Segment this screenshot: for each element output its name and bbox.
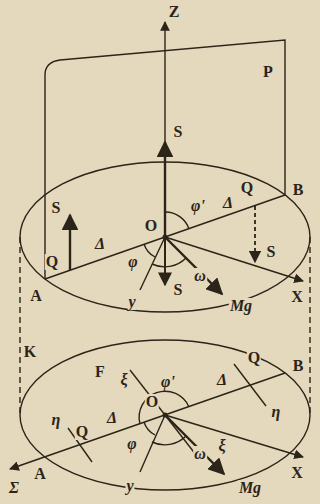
axis-label: Δ: [222, 195, 234, 211]
axis-label: Q: [247, 350, 261, 366]
angle-arc: [152, 436, 186, 445]
axis-label: S: [51, 200, 62, 216]
y-axis: [140, 415, 165, 472]
axis-label: Δ: [106, 410, 118, 426]
xi-line: [130, 370, 200, 460]
angle-arc: [144, 422, 155, 435]
axis-label: Q: [75, 424, 89, 440]
axis-label: ξ: [119, 372, 128, 388]
angle-arc: [144, 244, 155, 257]
axis-label: Mg: [238, 480, 262, 496]
axis-label: y: [127, 294, 136, 310]
axis-label: A: [29, 288, 43, 304]
axis-label: X: [290, 465, 304, 481]
axis-label: Q: [240, 180, 254, 196]
axis-label: S: [266, 244, 277, 260]
weight-arrow: [165, 415, 224, 474]
force-arrow: [69, 215, 71, 270]
axis-label: φ': [160, 374, 176, 390]
axis-label: B: [292, 358, 305, 374]
projection-line: [19, 237, 20, 415]
axis-label: Z: [168, 4, 181, 20]
force-arrow: [164, 237, 166, 285]
axis-label: ξ: [217, 438, 226, 454]
axis-label: A: [33, 466, 47, 482]
axis-label: B: [292, 182, 305, 198]
angle-arc: [139, 391, 189, 424]
axis-label: X: [290, 289, 304, 305]
axis-label: F: [94, 364, 106, 380]
z-axis: [164, 22, 165, 237]
angle-arc: [152, 258, 186, 267]
projection-line: [309, 237, 310, 415]
axis-label: φ': [190, 198, 206, 214]
axis-label: Mg: [229, 298, 253, 314]
axis-label: η: [271, 404, 282, 420]
center-dot: [163, 235, 168, 240]
axis-label: O: [144, 218, 158, 234]
axis-label: O: [145, 394, 159, 410]
axis-label: Δ: [94, 236, 106, 252]
axis-label: S: [173, 124, 184, 140]
axis-label: P: [262, 64, 274, 80]
axis-label: ω: [193, 268, 207, 284]
force-arrow: [164, 142, 166, 237]
axis-label: Q: [45, 254, 59, 270]
axis-label: ω: [193, 446, 207, 462]
eta-line: [234, 364, 266, 406]
axis-label: S: [173, 282, 184, 298]
axis-label: y: [125, 478, 134, 494]
center-dot: [163, 413, 168, 418]
disc-outline: [20, 340, 310, 490]
axis-label: K: [23, 344, 37, 360]
axis-label: φ: [126, 436, 137, 452]
angle-arc: [165, 212, 189, 229]
axis-label: φ: [127, 254, 138, 270]
force-arrow: [254, 206, 256, 262]
axis-label: Δ: [216, 372, 228, 388]
axis-label: Σ: [8, 480, 20, 496]
axis-label: η: [51, 412, 62, 428]
